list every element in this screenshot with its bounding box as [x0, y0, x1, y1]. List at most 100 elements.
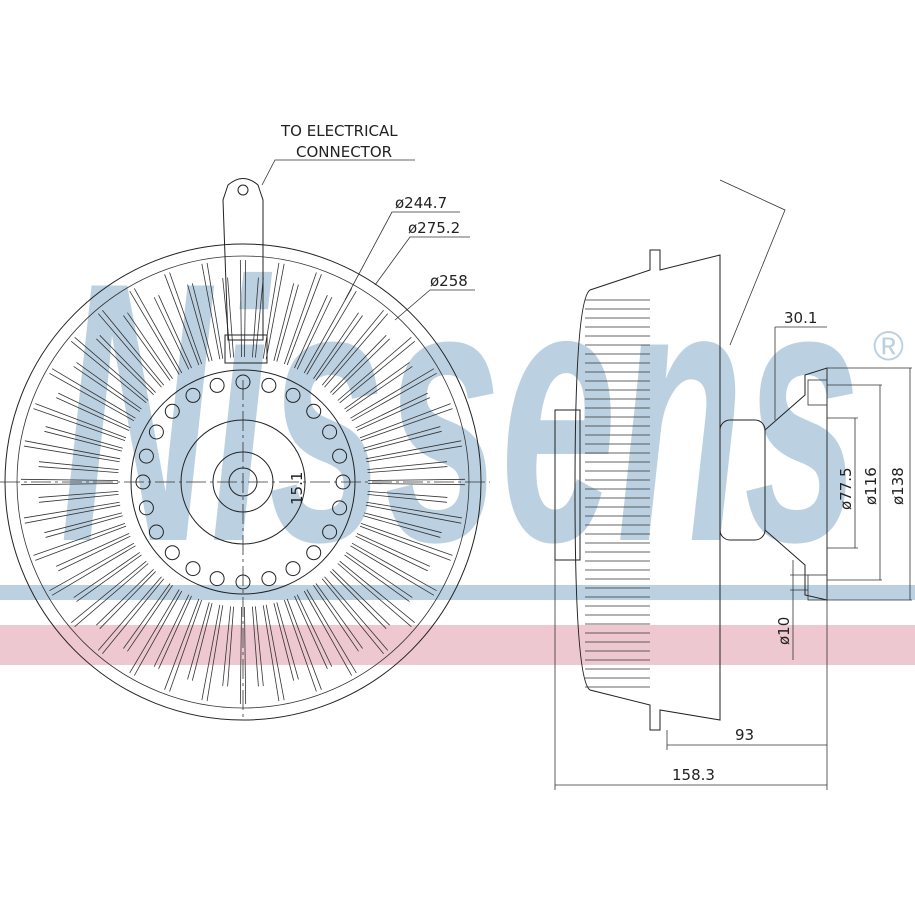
- cooling-fin: [239, 606, 242, 704]
- cooling-fin: [303, 590, 353, 676]
- cooling-fin: [158, 595, 192, 669]
- cooling-fin: [102, 578, 165, 655]
- bolt-hole: [209, 571, 225, 587]
- dim-d77: ø77.5: [837, 467, 855, 510]
- cooling-fin: [306, 589, 357, 674]
- cooling-fin: [265, 604, 285, 701]
- bolt-hole: [306, 403, 322, 419]
- connector-post: [222, 178, 264, 341]
- cooling-fin: [187, 284, 210, 362]
- cooling-fin: [239, 260, 242, 358]
- bolt-hole: [209, 377, 225, 393]
- cooling-fin: [346, 552, 413, 598]
- front-view: TO ELECTRICAL CONNECTOR ø244.7 ø275.2 ø2…: [0, 122, 490, 721]
- cooling-fin: [350, 545, 435, 596]
- cooling-fin: [70, 560, 147, 623]
- cooling-fin: [244, 606, 247, 704]
- cooling-fin: [296, 297, 333, 370]
- bolt-hole: [306, 545, 322, 561]
- cooling-fin: [191, 603, 213, 681]
- watermark: Nissens ®: [0, 206, 915, 665]
- cooling-fin: [153, 297, 190, 370]
- cooling-fin: [360, 522, 453, 556]
- cooling-fin: [102, 309, 165, 386]
- cooling-fin: [337, 336, 412, 401]
- cooling-fin: [367, 483, 465, 486]
- cooling-fin: [38, 493, 119, 503]
- cooling-fin: [315, 315, 363, 381]
- watermark-pink-band: [0, 625, 915, 665]
- bolt-hole: [148, 424, 164, 440]
- cooling-fin: [123, 315, 171, 381]
- cooling-fin: [206, 605, 224, 702]
- connector-note-line1: TO ELECTRICAL: [280, 122, 398, 140]
- watermark-blue-band: [0, 585, 915, 600]
- cooling-fin: [306, 290, 357, 375]
- cooling-fin: [321, 309, 384, 386]
- cooling-fin: [58, 535, 131, 572]
- bolt-hole: [235, 574, 251, 590]
- cooling-fin: [123, 583, 171, 649]
- cooling-fin: [313, 312, 359, 379]
- cooling-fin: [74, 336, 149, 401]
- bolt-hole: [164, 545, 180, 561]
- cooling-fin: [365, 504, 462, 524]
- cooling-fin: [286, 598, 322, 690]
- cooling-fin: [367, 461, 448, 471]
- cooling-fin: [35, 403, 127, 439]
- cooling-fin: [252, 606, 259, 687]
- dim-30: 30.1: [784, 309, 817, 327]
- dim-158: 158.3: [672, 766, 715, 784]
- cooling-fin: [337, 563, 412, 628]
- cooling-fin: [76, 362, 142, 410]
- dim-d244: ø244.7: [395, 194, 447, 212]
- cooling-fin: [164, 598, 200, 690]
- cooling-fin: [45, 426, 123, 449]
- cooling-fin: [294, 295, 328, 369]
- cooling-fin: [359, 403, 451, 439]
- registered-mark: ®: [873, 322, 904, 369]
- cooling-fin: [51, 368, 136, 419]
- cooling-fin: [73, 366, 140, 412]
- cooling-fin: [364, 512, 442, 534]
- dim-d10: ø10: [775, 617, 793, 645]
- cooling-fin: [294, 595, 328, 669]
- bolt-hole: [138, 448, 154, 464]
- cooling-fin: [324, 313, 389, 388]
- dim-d138: ø138: [889, 467, 907, 505]
- cooling-fin: [73, 552, 140, 598]
- cooling-fin: [127, 312, 173, 379]
- cooling-fin: [346, 366, 413, 412]
- cooling-fin: [356, 397, 430, 431]
- cooling-fin: [169, 272, 203, 365]
- cooling-fin: [227, 606, 234, 687]
- cooling-fin: [164, 274, 200, 366]
- cooling-fin: [222, 277, 232, 358]
- cooling-fin: [324, 576, 389, 651]
- bolt-hole: [285, 387, 301, 403]
- cooling-fin: [129, 290, 180, 375]
- cooling-fin: [153, 594, 190, 667]
- dim-d116: ø116: [862, 467, 880, 505]
- cooling-fin: [262, 262, 280, 359]
- cooling-fin: [23, 501, 120, 519]
- cooling-fin: [44, 430, 122, 452]
- cooling-fin: [169, 599, 203, 692]
- cooling-fin: [262, 605, 280, 702]
- bolt-hole: [332, 448, 348, 464]
- cooling-fin: [127, 585, 173, 652]
- connector-note-line2: CONNECTOR: [296, 143, 392, 161]
- dim-15: 15.1: [288, 472, 306, 505]
- cooling-fin: [339, 341, 416, 404]
- cooling-fin: [351, 542, 437, 592]
- cooling-fin: [363, 426, 441, 449]
- cooling-fin: [191, 283, 213, 361]
- bolt-hole: [148, 524, 164, 540]
- cooling-fin: [97, 576, 162, 651]
- bolt-hole: [185, 387, 201, 403]
- cooling-fin: [315, 583, 363, 649]
- bolt-hole: [235, 374, 251, 390]
- cooling-fin: [49, 372, 135, 422]
- bolt-hole: [261, 377, 277, 393]
- cooling-fin: [51, 545, 136, 596]
